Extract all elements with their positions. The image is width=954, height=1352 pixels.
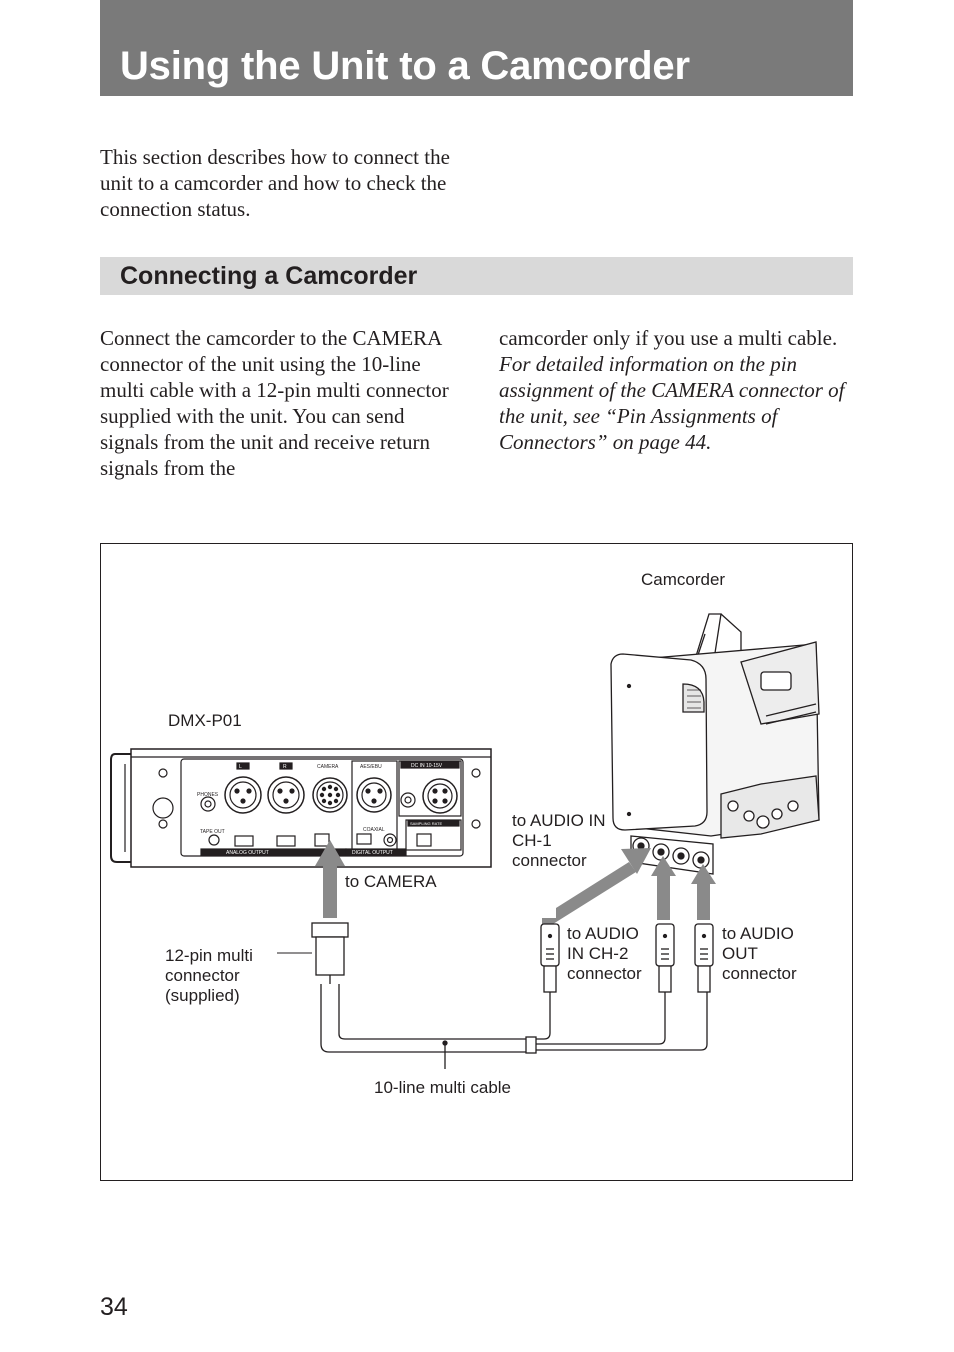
panel-label-digital-output: DIGITAL OUTPUT [352, 850, 393, 856]
panel-label-phones: PHONES [197, 792, 219, 798]
body-column-2-text: camcorder only if you use a multi cable. [499, 326, 838, 350]
connection-diagram-drawing: L R CAMERA AES/EBU DC IN 10-15V PHONES T… [110, 613, 820, 1069]
section-title: Connecting a Camcorder [120, 262, 418, 290]
label-audio-in-ch2: to AUDIO IN CH-2 connector [567, 924, 642, 983]
label-audio-out: to AUDIO OUT connector [722, 924, 797, 983]
xlr-plugs [540, 923, 714, 993]
panel-label-tape-out: TAPE OUT [200, 829, 225, 835]
camcorder-body [610, 613, 820, 875]
connection-diagram: L R CAMERA AES/EBU DC IN 10-15V PHONES T… [100, 543, 853, 1181]
panel-label-r: R [283, 764, 287, 770]
page-number: 34 [100, 1293, 128, 1321]
panel-lettering: L R CAMERA AES/EBU DC IN 10-15V PHONES T… [197, 763, 443, 856]
panel-label-sampling-rate: SAMPLING RATE [410, 821, 442, 826]
panel-label-camera: CAMERA [317, 764, 339, 770]
multi-connector [311, 922, 349, 984]
body-column-1: Connect the camcorder to the CAMERA conn… [100, 326, 449, 480]
panel-label-dc-in: DC IN 10-15V [411, 763, 443, 769]
panel-label-l: L [239, 764, 242, 770]
connection-arrows [315, 840, 716, 924]
dmx-p01-unit [110, 748, 492, 868]
label-dmx-p01: DMX-P01 [168, 711, 242, 730]
label-audio-in-ch1: to AUDIO IN CH-1 connector [512, 811, 606, 870]
label-multi-connector: 12-pin multi connector (supplied) [165, 946, 253, 1005]
label-to-camera: to CAMERA [345, 872, 437, 891]
label-camcorder: Camcorder [641, 570, 726, 589]
label-multi-cable: 10-line multi cable [374, 1078, 512, 1097]
section-bar: Connecting a Camcorder [100, 257, 853, 295]
intro-paragraph: This section describes how to connect th… [100, 145, 450, 221]
panel-label-aes-ebu: AES/EBU [360, 764, 382, 770]
multi-cable [320, 984, 708, 1069]
body-column-2: camcorder only if you use a multi cable.… [499, 325, 859, 455]
pin-assignment-reference: For detailed information on the pin assi… [499, 352, 845, 454]
page-title: Using the Unit to a Camcorder [120, 44, 690, 88]
title-bar: Using the Unit to a Camcorder [100, 0, 853, 96]
panel-label-analog-output: ANALOG OUTPUT [226, 850, 269, 856]
panel-label-coaxial: COAXIAL [363, 827, 385, 833]
